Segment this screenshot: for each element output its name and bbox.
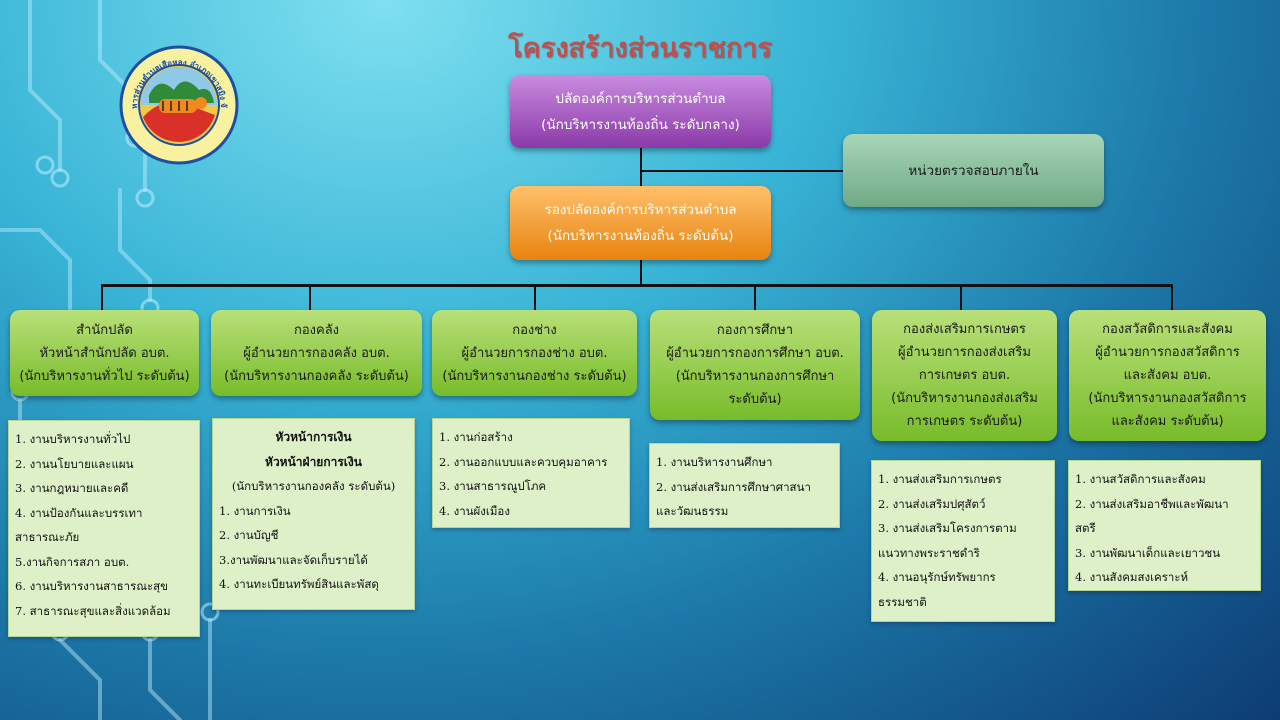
- list-item: 1. งานส่งเสริมการเกษตร: [878, 472, 1002, 486]
- list-item: สตรี: [1075, 521, 1096, 535]
- internal-audit-box: หน่วยตรวจสอบภายใน: [843, 134, 1104, 207]
- deputy-administrator-box: รองปลัดองค์การบริหารส่วนตำบล (นักบริหารง…: [510, 186, 771, 260]
- list-item: 2. งานส่งเสริมอาชีพและพัฒนา: [1075, 496, 1229, 511]
- page-title: โครงสร้างส่วนราชการ: [508, 33, 772, 64]
- dept-line: หัวหน้าสำนักปลัด อบต.: [39, 345, 170, 361]
- list-item: 4. งานอนุรักษ์ทรัพยากร: [878, 570, 996, 584]
- task-list-agriculture: 1. งานส่งเสริมการเกษตร 2. งานส่งเสริมปศุ…: [871, 460, 1055, 622]
- connector-top-vertical: [640, 148, 642, 186]
- list-item: 5.งานกิจการสภา อบต.: [15, 554, 130, 569]
- list-heading: หัวหน้าฝ่ายการเงิน: [265, 454, 362, 469]
- connector-horizontal-bus: [101, 284, 1173, 287]
- dept-line: ผู้อำนวยการกองช่าง อบต.: [461, 345, 608, 361]
- dept-box-office: สำนักปลัด หัวหน้าสำนักปลัด อบต. (นักบริห…: [10, 310, 199, 396]
- list-item: 2. งานออกแบบและควบคุมอาคาร: [439, 454, 608, 469]
- list-item: 2. งานนโยบายและแผน: [15, 456, 134, 471]
- chief-title: ปลัดองค์การบริหารส่วนตำบล: [555, 90, 726, 107]
- task-list-office: 1. งานบริหารงานทั่วไป 2. งานนโยบายและแผน…: [8, 420, 200, 637]
- dept-line: และสังคม ระดับต้น): [1111, 414, 1224, 429]
- connector-deputy-vertical: [640, 260, 642, 285]
- dept-line: (นักบริหารงานกองสวัสดิการ: [1088, 391, 1247, 406]
- dept-line: ผู้อำนวยการกองคลัง อบต.: [243, 345, 390, 361]
- list-item: 7. สาธารณะสุขและสิ่งแวดล้อม: [15, 603, 171, 618]
- task-list-welfare: 1. งานสวัสดิการและสังคม 2. งานส่งเสริมอา…: [1068, 460, 1261, 591]
- list-item: 3. งานกฎหมายและคดี: [15, 481, 129, 495]
- dept-box-engineering: กองช่าง ผู้อำนวยการกองช่าง อบต. (นักบริห…: [432, 310, 637, 396]
- list-item: 4. งานผังเมือง: [439, 503, 510, 518]
- task-list-education: 1. งานบริหารงานศึกษา 2. งานส่งเสริมการศึ…: [649, 443, 840, 528]
- list-item: 3.งานพัฒนาและจัดเก็บรายได้: [219, 552, 368, 567]
- list-item: สาธารณะภัย: [15, 530, 80, 544]
- list-item: 4. งานทะเบียนทรัพย์สินและพัสดุ: [219, 577, 379, 591]
- chief-administrator-box: ปลัดองค์การบริหารส่วนตำบล (นักบริหารงานท…: [510, 75, 771, 148]
- tiger-seal-icon: องค์การบริหารส่วนตำบลเสือหลง อำเภอเขาสมิ…: [119, 45, 239, 165]
- dept-line: (นักบริหารงานกองการศึกษา: [675, 369, 835, 384]
- dept-line: (นักบริหารงานกองช่าง ระดับต้น): [442, 368, 627, 384]
- audit-label: หน่วยตรวจสอบภายใน: [908, 162, 1039, 179]
- dept-box-agriculture: กองส่งเสริมการเกษตร ผู้อำนวยการกองส่งเสร…: [872, 310, 1057, 441]
- deputy-title: รองปลัดองค์การบริหารส่วนตำบล: [544, 202, 737, 218]
- list-item: 3. งานสาธารณูปโภค: [439, 479, 547, 493]
- list-item: 1. งานบริหารงานศึกษา: [656, 455, 773, 469]
- dept-line: กองคลัง: [293, 322, 340, 338]
- dept-line: (นักบริหารงานกองส่งเสริม: [891, 391, 1038, 406]
- connector-dept-2: [309, 284, 311, 310]
- dept-line: และสังคม อบต.: [1123, 368, 1212, 383]
- dept-line: สำนักปลัด: [76, 322, 133, 338]
- list-item: 2. งานส่งเสริมการศึกษาศาสนา: [656, 479, 811, 494]
- list-item: 2. งานส่งเสริมปศุสัตว์: [878, 496, 986, 511]
- dept-line: การเกษตร ระดับต้น): [906, 414, 1023, 429]
- list-item: 3. งานพัฒนาเด็กและเยาวชน: [1075, 545, 1221, 560]
- dept-box-welfare: กองสวัสดิการและสังคม ผู้อำนวยการกองสวัสด…: [1069, 310, 1266, 441]
- dept-line: ผู้อำนวยการกองสวัสดิการ: [1095, 345, 1240, 360]
- list-item: 6. งานบริหารงานสาธารณะสุข: [15, 579, 169, 593]
- connector-dept-1: [101, 284, 103, 310]
- dept-line: (นักบริหารงานทั่วไป ระดับต้น): [19, 368, 190, 384]
- dept-line: การเกษตร อบต.: [918, 368, 1011, 383]
- dept-line: กองช่าง: [512, 322, 557, 338]
- chief-rank: (นักบริหารงานท้องถิ่น ระดับกลาง): [541, 116, 740, 133]
- connector-dept-5: [960, 284, 962, 310]
- dept-box-finance: กองคลัง ผู้อำนวยการกองคลัง อบต. (นักบริห…: [211, 310, 422, 396]
- connector-dept-3: [534, 284, 536, 310]
- task-list-finance: หัวหน้าการเงิน หัวหน้าฝ่ายการเงิน (นักบร…: [212, 418, 415, 610]
- list-item: 1. งานบริหารงานทั่วไป: [15, 432, 131, 446]
- connector-dept-6: [1171, 284, 1173, 310]
- dept-line: (นักบริหารงานกองคลัง ระดับต้น): [224, 368, 409, 384]
- connector-audit: [640, 170, 843, 172]
- dept-line: ระดับต้น): [728, 392, 782, 407]
- list-item: ธรรมชาติ: [878, 594, 927, 609]
- dept-line: ผู้อำนวยการกองการศึกษา อบต.: [666, 346, 844, 361]
- deputy-rank: (นักบริหารงานท้องถิ่น ระดับต้น): [547, 228, 734, 244]
- list-item: 4. งานป้องกันและบรรเทา: [15, 505, 143, 520]
- dept-line: ผู้อำนวยการกองส่งเสริม: [898, 345, 1031, 360]
- list-item: 1. งานการเงิน: [219, 503, 291, 518]
- list-item: 4. งานสังคมสงเคราะห์: [1075, 570, 1189, 584]
- list-item: 1. งานก่อสร้าง: [439, 430, 513, 444]
- task-list-engineering: 1. งานก่อสร้าง 2. งานออกแบบและควบคุมอาคา…: [432, 418, 630, 528]
- list-item: 2. งานบัญชี: [219, 528, 279, 542]
- list-item: 1. งานสวัสดิการและสังคม: [1075, 472, 1206, 486]
- dept-line: กองส่งเสริมการเกษตร: [903, 322, 1026, 337]
- list-item: และวัฒนธรรม: [656, 504, 729, 518]
- dept-line: กองการศึกษา: [716, 323, 794, 338]
- list-item: 3. งานส่งเสริมโครงการตาม: [878, 521, 1017, 535]
- dept-line: กองสวัสดิการและสังคม: [1102, 322, 1233, 337]
- list-subheading: (นักบริหารงานกองคลัง ระดับต้น): [231, 479, 396, 493]
- list-item: แนวทางพระราชดำริ: [878, 545, 980, 560]
- connector-dept-4: [754, 284, 756, 310]
- dept-box-education: กองการศึกษา ผู้อำนวยการกองการศึกษา อบต. …: [650, 310, 860, 420]
- list-heading: หัวหน้าการเงิน: [275, 430, 352, 444]
